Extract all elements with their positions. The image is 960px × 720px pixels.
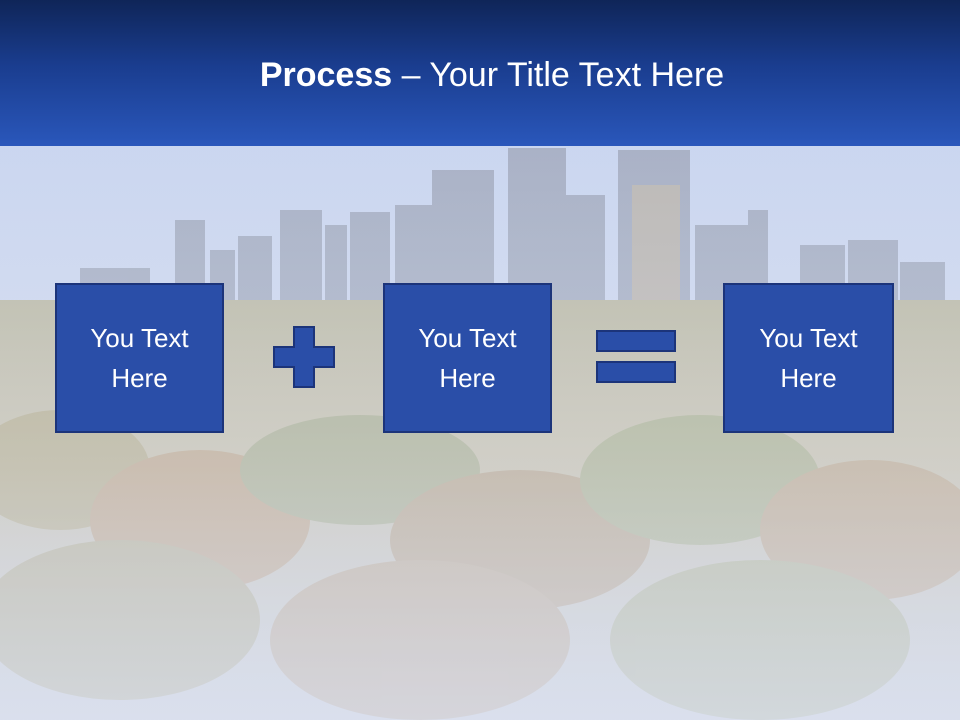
plus-icon	[273, 326, 335, 388]
process-step-box-1: You Text Here	[55, 283, 224, 433]
title-band: Process – Your Title Text Here	[0, 0, 960, 146]
process-step-text-3: You Text Here	[759, 323, 858, 393]
slide-title-bold: Process	[259, 56, 393, 94]
process-step-box-3: You Text Here	[723, 283, 894, 433]
slide-title: Process – Your Title Text Here	[0, 54, 960, 96]
process-step-text-1: You Text Here	[90, 323, 189, 393]
slide-title-rest: – Your Title Text Here	[392, 56, 725, 94]
process-step-box-2: You Text Here	[383, 283, 552, 433]
equals-icon	[596, 330, 676, 383]
process-step-text-2: You Text Here	[418, 323, 517, 393]
